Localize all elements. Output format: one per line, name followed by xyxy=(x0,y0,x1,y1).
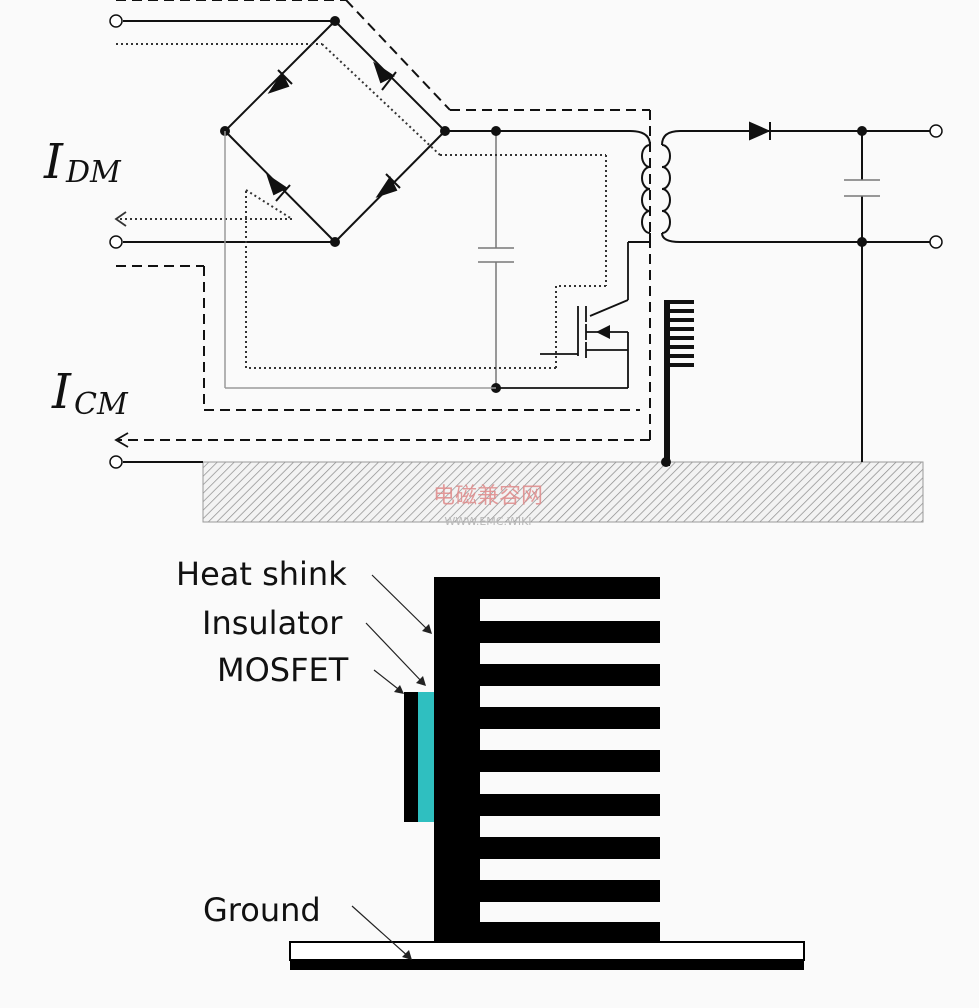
bulk-capacitor xyxy=(478,131,514,388)
cm-arrowhead xyxy=(114,432,129,448)
idm-label: I xyxy=(43,134,64,190)
parasitic-path xyxy=(224,131,496,389)
dm-arrowhead xyxy=(114,211,127,227)
secondary-wiring xyxy=(680,130,930,462)
leader-arrowheads xyxy=(394,624,432,960)
cm-current-path xyxy=(116,0,651,441)
circuit-heatsink xyxy=(661,300,694,467)
ground-label: Ground xyxy=(203,891,321,929)
output-diode xyxy=(749,121,771,141)
ground-plane xyxy=(202,461,924,523)
mosfet-symbol xyxy=(496,242,629,389)
mosfet-label: MOSFET xyxy=(217,651,349,689)
heatsink-body xyxy=(434,577,660,944)
dc-bus xyxy=(445,130,651,146)
icm-subscript: CM xyxy=(74,387,129,422)
dm-current-path xyxy=(116,43,607,369)
output-terminals xyxy=(929,124,943,249)
mosfet-package xyxy=(404,692,418,822)
insulator-label: Insulator xyxy=(202,604,343,642)
output-capacitor xyxy=(844,179,880,197)
insulator-pad xyxy=(418,692,434,822)
input-terminals xyxy=(109,14,123,469)
idm-subscript: DM xyxy=(65,155,122,190)
watermark-text: 电磁兼容网 xyxy=(433,484,543,509)
bridge-diodes xyxy=(266,61,401,202)
ground-plate xyxy=(289,941,805,970)
output-nodes xyxy=(857,126,867,247)
bridge-nodes xyxy=(220,16,450,247)
heat-sink-label: Heat shink xyxy=(176,555,347,593)
bridge-rectifier xyxy=(224,20,446,243)
input-wiring xyxy=(123,20,335,463)
bus-node xyxy=(491,126,501,136)
transformer xyxy=(628,130,681,243)
mosfet-arrow xyxy=(596,325,610,339)
watermark-url: WWW.EMC.WIKI xyxy=(444,515,531,528)
icm-label: I xyxy=(51,364,72,420)
